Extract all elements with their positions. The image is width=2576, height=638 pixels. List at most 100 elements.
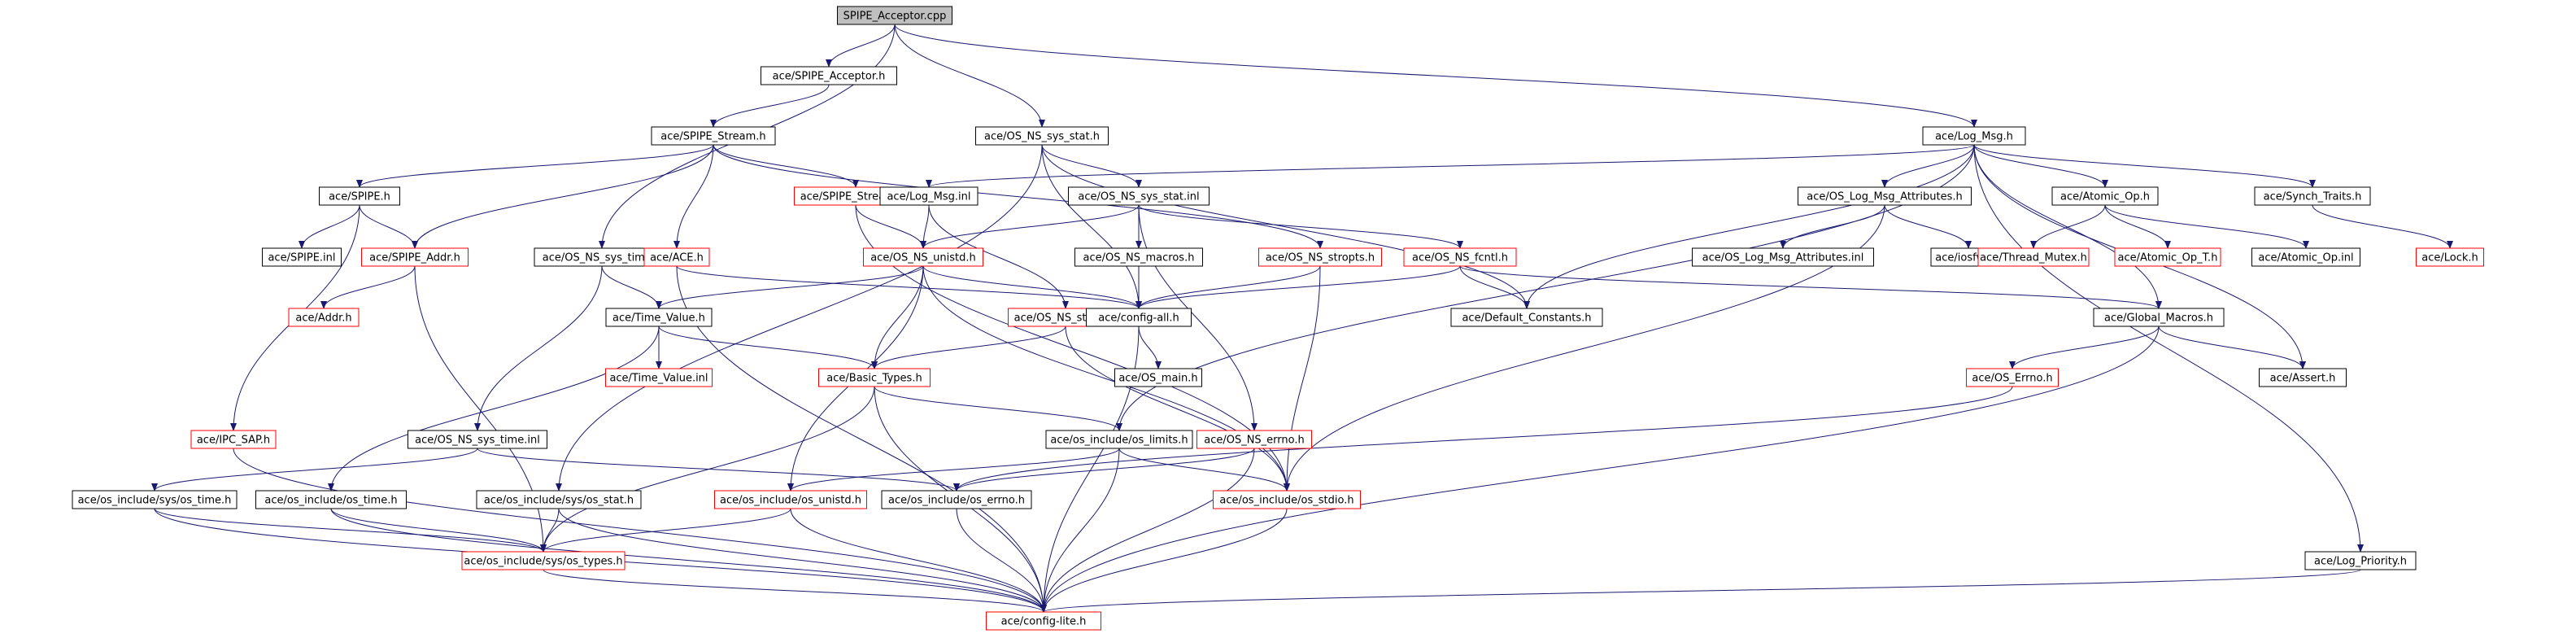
node-label: ace/Time_Value.inl — [609, 373, 708, 385]
edge-log_msg_inl-to-os_ns_unistd_h — [920, 204, 930, 249]
node-addr-h: ace/Addr.h — [288, 308, 360, 327]
edge-os_ns_sys_stat_inl-to-os_ns_fcntl_h — [1138, 204, 1463, 249]
edge-time_value_h-to-os_include_os_time_h — [328, 326, 660, 492]
node-os-ns-sys-stat-inl[interactable]: ace/OS_NS_sys_stat.inl — [1068, 186, 1210, 206]
node-spipe-h[interactable]: ace/SPIPE.h — [319, 186, 400, 206]
edge-os_ns_sys_stat_h-to-config_all_h — [1041, 144, 1142, 309]
edge-ipc_sap_h-to-config_lite_h — [233, 448, 1047, 613]
node-os-main-h[interactable]: ace/OS_main.h — [1114, 368, 1202, 387]
node-time-value-h[interactable]: ace/Time_Value.h — [605, 308, 713, 327]
node-thread-mutex-h: ace/Thread_Mutex.h — [1977, 247, 2090, 267]
node-global-macros-h[interactable]: ace/Global_Macros.h — [2093, 308, 2225, 327]
node-spipe-stream-h[interactable]: ace/SPIPE_Stream.h — [651, 126, 776, 146]
node-os-include-os-errno-h[interactable]: ace/os_include/os_errno.h — [881, 490, 1032, 509]
edge-spipe_stream_h-to-spipe_h — [356, 144, 714, 188]
node-box — [72, 490, 238, 509]
node-os-include-sys-os-types-h: ace/os_include/sys/os_types.h — [461, 551, 625, 570]
node-atomic-op-h[interactable]: ace/Atomic_Op.h — [2051, 186, 2159, 206]
node-label: ace/Thread_Mutex.h — [1980, 252, 2087, 264]
node-label: ace/Atomic_Op.inl — [2258, 252, 2353, 264]
node-box — [1258, 247, 1382, 267]
node-os-include-os-stdio-h: ace/os_include/os_stdio.h — [1213, 490, 1361, 509]
node-os-ns-sys-stat-h[interactable]: ace/OS_NS_sys_stat.h — [975, 126, 1109, 146]
edge-log_msg_h-to-atomic_op_h — [1973, 144, 2108, 188]
node-label: ace/config-all.h — [1098, 312, 1179, 325]
edge-os_ns_sys_stat_h-to-default_constants_h — [1041, 144, 1530, 309]
node-label: ace/OS_NS_macros.h — [1083, 252, 1195, 264]
node-spipe-inl[interactable]: ace/SPIPE.inl — [262, 247, 342, 267]
node-box — [1977, 247, 2090, 267]
edge-os_errno_h-to-os_include_os_errno_h — [953, 386, 2013, 492]
edge-log_msg_h-to-default_constants_h — [1523, 144, 1975, 309]
node-log-msg-inl[interactable]: ace/Log_Msg.inl — [879, 186, 979, 206]
node-os-ns-sys-time-inl[interactable]: ace/OS_NS_sys_time.inl — [408, 430, 547, 449]
node-box — [1966, 368, 2059, 387]
node-label: ace/Log_Priority.h — [2314, 556, 2407, 568]
node-box — [255, 490, 407, 509]
node-label: ace/Assert.h — [2270, 373, 2336, 385]
node-box — [837, 6, 952, 25]
edge-synch_traits_h-to-lock_h — [2312, 204, 2453, 249]
node-box — [361, 247, 469, 267]
node-box — [1403, 247, 1517, 267]
node-box — [863, 247, 983, 267]
node-label: ace/os_include/os_stdio.h — [1219, 495, 1353, 507]
node-box — [2251, 247, 2360, 267]
node-box — [461, 551, 625, 570]
node-spipe-acceptor-h[interactable]: ace/SPIPE_Acceptor.h — [761, 66, 897, 85]
edge-os_ns_sys_time_h-to-time_value_h — [601, 265, 662, 309]
node-os-errno-h: ace/OS_Errno.h — [1966, 368, 2059, 387]
node-log-msg-h[interactable]: ace/Log_Msg.h — [1922, 126, 2026, 146]
node-default-constants-h[interactable]: ace/Default_Constants.h — [1450, 308, 1603, 327]
edge-log_msg_h-to-log_msg_inl — [926, 144, 1975, 188]
node-os-log-msg-attributes-h[interactable]: ace/OS_Log_Msg_Attributes.h — [1798, 186, 1972, 206]
edge-os_log_msg_attributes_h-to-os_log_msg_attributes_inl — [1780, 204, 1885, 249]
node-label: ace/os_include/sys/os_types.h — [464, 556, 622, 568]
edge-log_priority_h-to-config_lite_h — [1040, 569, 2361, 613]
node-box — [1450, 308, 1603, 327]
edge-atomic_op_h-to-thread_mutex_h — [2030, 204, 2106, 249]
edge-root-to-log_msg_h — [894, 24, 1977, 128]
edge-os_ns_sys_time_inl-to-os_include_os_errno_h — [477, 448, 960, 492]
node-synch-traits-h[interactable]: ace/Synch_Traits.h — [2254, 186, 2371, 206]
node-os-ns-stropts-h: ace/OS_NS_stropts.h — [1258, 247, 1382, 267]
node-label: ace/OS_NS_fcntl.h — [1412, 252, 1508, 264]
node-box — [1068, 186, 1210, 206]
node-os-include-sys-os-time-h[interactable]: ace/os_include/sys/os_time.h — [72, 490, 238, 509]
node-label: ace/OS_NS_sys_stat.h — [984, 131, 1100, 143]
node-log-priority-h[interactable]: ace/Log_Priority.h — [2304, 551, 2417, 570]
edge-os_ns_sys_stat_h-to-os_include_sys_os_stat_h — [556, 144, 1043, 492]
node-box — [476, 490, 642, 509]
node-label: ace/OS_Log_Msg_Attributes.h — [1807, 191, 1962, 203]
edge-os_ns_unistd_h-to-basic_types_h — [871, 265, 924, 369]
node-label: ace/os_include/os_limits.h — [1050, 435, 1188, 447]
edge-log_msg_h-to-global_macros_h — [1973, 144, 2162, 309]
node-assert-h[interactable]: ace/Assert.h — [2259, 368, 2347, 387]
node-label: ace/ACE.h — [650, 252, 704, 264]
edge-os_ns_unistd_h-to-os_include_os_stdio_h — [922, 265, 1290, 492]
node-atomic-op-inl[interactable]: ace/Atomic_Op.inl — [2251, 247, 2360, 267]
node-box — [1114, 368, 1202, 387]
node-os-include-os-unistd-h: ace/os_include/os_unistd.h — [714, 490, 867, 509]
edge-global_macros_h-to-os_errno_h — [2009, 326, 2160, 369]
node-box — [818, 368, 931, 387]
node-label: ace/OS_NS_sys_time.inl — [415, 435, 540, 447]
node-config-all-h[interactable]: ace/config-all.h — [1086, 308, 1192, 327]
node-label: ace/Basic_Types.h — [826, 373, 922, 385]
edge-os_include_os_time_h-to-config_lite_h — [330, 508, 1047, 613]
node-os-ns-macros-h[interactable]: ace/OS_NS_macros.h — [1074, 247, 1203, 267]
node-label: ace/Global_Macros.h — [2104, 312, 2213, 325]
node-os-log-msg-attributes-inl[interactable]: ace/OS_Log_Msg_Attributes.inl — [1692, 247, 1874, 267]
node-box — [2416, 247, 2484, 267]
node-os-include-sys-os-stat-h[interactable]: ace/os_include/sys/os_stat.h — [476, 490, 642, 509]
node-box — [1086, 308, 1192, 327]
node-label: ace/SPIPE_Acceptor.h — [773, 71, 886, 83]
edge-os_ns_string_h-to-os_include_os_stdio_h — [1065, 326, 1290, 492]
edge-basic_types_h-to-os_include_os_limits_h — [874, 386, 1122, 431]
node-root[interactable]: SPIPE_Acceptor.cpp — [837, 6, 952, 25]
node-os-include-os-time-h[interactable]: ace/os_include/os_time.h — [255, 490, 407, 509]
node-os-include-os-limits-h[interactable]: ace/os_include/os_limits.h — [1045, 430, 1193, 449]
edge-os_ns_stropts_h-to-os_include_os_stdio_h — [1284, 265, 1321, 492]
edge-os_ns_fcntl_h-to-global_macros_h — [1459, 265, 2162, 309]
edge-os_include_os_stdio_h-to-config_lite_h — [1040, 508, 1288, 613]
